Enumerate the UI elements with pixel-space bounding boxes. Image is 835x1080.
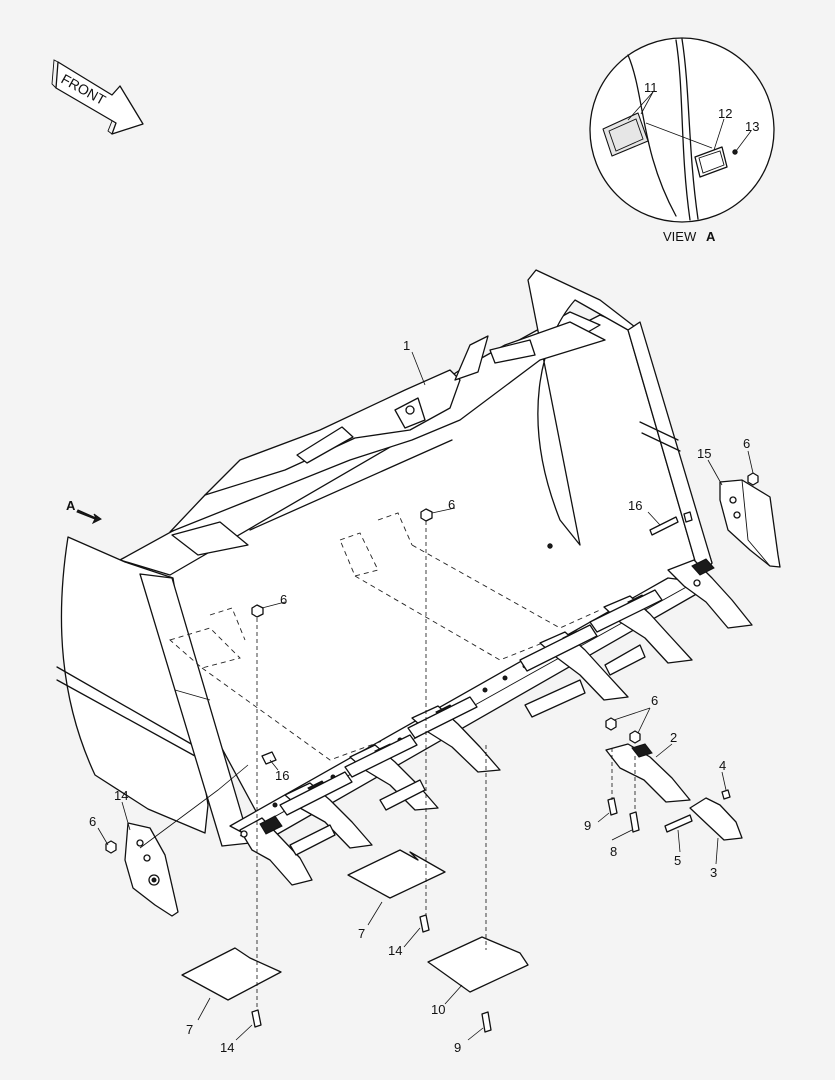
side-cutter-left xyxy=(124,822,179,917)
top-reinforcement xyxy=(169,321,606,556)
callout-12: 12 xyxy=(718,106,732,121)
assembly-lines xyxy=(256,521,636,1010)
callout-5: 5 xyxy=(674,853,681,868)
nut xyxy=(629,730,641,744)
callout-1: 1 xyxy=(403,338,410,353)
view-caption-prefix: VIEW xyxy=(663,229,697,244)
bolt-16 xyxy=(261,751,277,765)
callout-7: 7 xyxy=(186,1022,193,1037)
nut xyxy=(747,472,759,486)
bolt-16 xyxy=(649,516,679,536)
callout-14: 14 xyxy=(114,788,128,803)
shim-7 xyxy=(347,849,446,899)
bolt-14 xyxy=(251,1009,262,1028)
callout-2: 2 xyxy=(670,730,677,745)
nut xyxy=(251,604,264,618)
hardware xyxy=(105,472,759,1033)
teeth-row xyxy=(239,558,753,886)
callouts: 1 2 3 4 5 6 6 6 6 6 7 7 8 9 9 10 14 14 1… xyxy=(89,338,750,1055)
bolt-14 xyxy=(419,914,430,933)
tooth-adapter xyxy=(239,815,313,886)
washer xyxy=(683,511,693,523)
callout-4: 4 xyxy=(719,758,726,773)
tooth-adapter xyxy=(279,771,373,849)
tooth-adapter xyxy=(407,696,501,773)
nut xyxy=(420,508,433,522)
plate-11 xyxy=(602,112,649,157)
view-a-arrow: A xyxy=(66,498,102,525)
callout-11: 11 xyxy=(644,80,658,95)
bolt-9 xyxy=(607,797,618,816)
callout-14: 14 xyxy=(388,943,402,958)
view-caption-letter: A xyxy=(706,229,716,244)
plate-10 xyxy=(427,936,529,993)
callout-16: 16 xyxy=(628,498,642,513)
side-cutter-right xyxy=(719,479,781,568)
tooth-adapter xyxy=(589,589,693,664)
view-arrow-label: A xyxy=(66,498,76,513)
callout-15: 15 xyxy=(697,446,711,461)
callout-8: 8 xyxy=(610,844,617,859)
bolt-8 xyxy=(629,811,640,833)
hidden-inner-parts xyxy=(169,512,601,761)
callout-9: 9 xyxy=(454,1040,461,1055)
callout-6: 6 xyxy=(280,592,287,607)
exploded-tooth-assembly xyxy=(605,743,743,841)
callout-7: 7 xyxy=(358,926,365,941)
callout-14: 14 xyxy=(220,1040,234,1055)
callout-6: 6 xyxy=(89,814,96,829)
front-arrow: FRONT xyxy=(51,59,144,135)
callout-3: 3 xyxy=(710,865,717,880)
tooth-adapter xyxy=(667,558,753,629)
bolt-9 xyxy=(481,1011,492,1033)
callout-13: 13 xyxy=(745,119,759,134)
nut xyxy=(605,717,617,731)
view-a-detail: 11 12 13 VIEW A xyxy=(589,37,775,244)
callout-6: 6 xyxy=(448,497,455,512)
shim-7 xyxy=(181,947,282,1001)
callout-10: 10 xyxy=(431,1002,445,1017)
callout-6: 6 xyxy=(651,693,658,708)
plate-12 xyxy=(694,146,728,178)
nut xyxy=(105,840,117,854)
tooth-adapter xyxy=(519,624,629,701)
callout-16: 16 xyxy=(275,768,289,783)
leaders xyxy=(97,351,754,1041)
callout-6: 6 xyxy=(743,436,750,451)
callout-9: 9 xyxy=(584,818,591,833)
